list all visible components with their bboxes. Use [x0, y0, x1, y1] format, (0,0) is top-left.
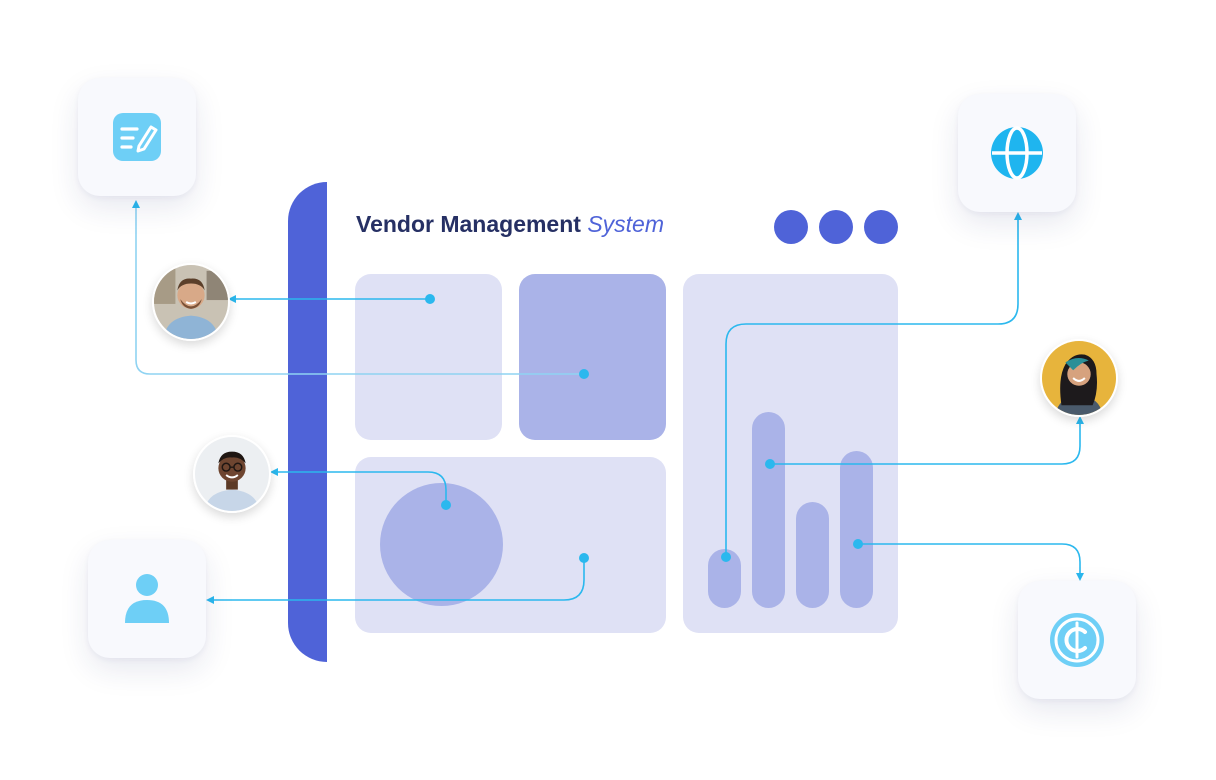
- panel-top-center: [519, 274, 666, 440]
- globe-icon: [991, 126, 1043, 180]
- window-control-dot[interactable]: [819, 210, 853, 244]
- sidebar-spine: [288, 182, 327, 662]
- tile-user[interactable]: [88, 540, 206, 658]
- window-control-dot[interactable]: [774, 210, 808, 244]
- panel-circle-shape: [380, 483, 503, 606]
- coin-icon: [1050, 613, 1104, 667]
- chart-bar: [708, 549, 741, 608]
- tile-coin[interactable]: [1018, 581, 1136, 699]
- tile-signature[interactable]: [78, 78, 196, 196]
- title-main: Vendor Management: [356, 211, 581, 237]
- user-icon: [125, 574, 169, 623]
- page-title: Vendor Management System: [356, 211, 664, 238]
- avatar-man-beard[interactable]: [152, 263, 230, 341]
- tile-globe[interactable]: [958, 94, 1076, 212]
- panel-top-left: [355, 274, 502, 440]
- chart-bar: [840, 451, 873, 608]
- avatar-woman-smiling[interactable]: [1040, 339, 1118, 417]
- avatar-man-glasses[interactable]: [193, 435, 271, 513]
- title-accent: System: [587, 211, 665, 237]
- chart-bar: [796, 502, 829, 608]
- chart-bar: [752, 412, 785, 608]
- signature-icon: [113, 113, 161, 161]
- window-control-dot[interactable]: [864, 210, 898, 244]
